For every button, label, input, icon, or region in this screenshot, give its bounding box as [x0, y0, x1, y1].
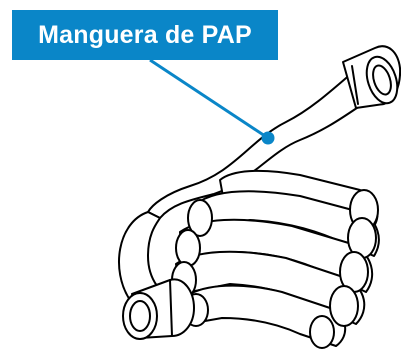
hose-callout-label: Manguera de PAP — [12, 10, 278, 60]
callout-leader — [149, 58, 275, 145]
bottom-connector — [122, 278, 195, 340]
top-connector — [342, 45, 401, 109]
